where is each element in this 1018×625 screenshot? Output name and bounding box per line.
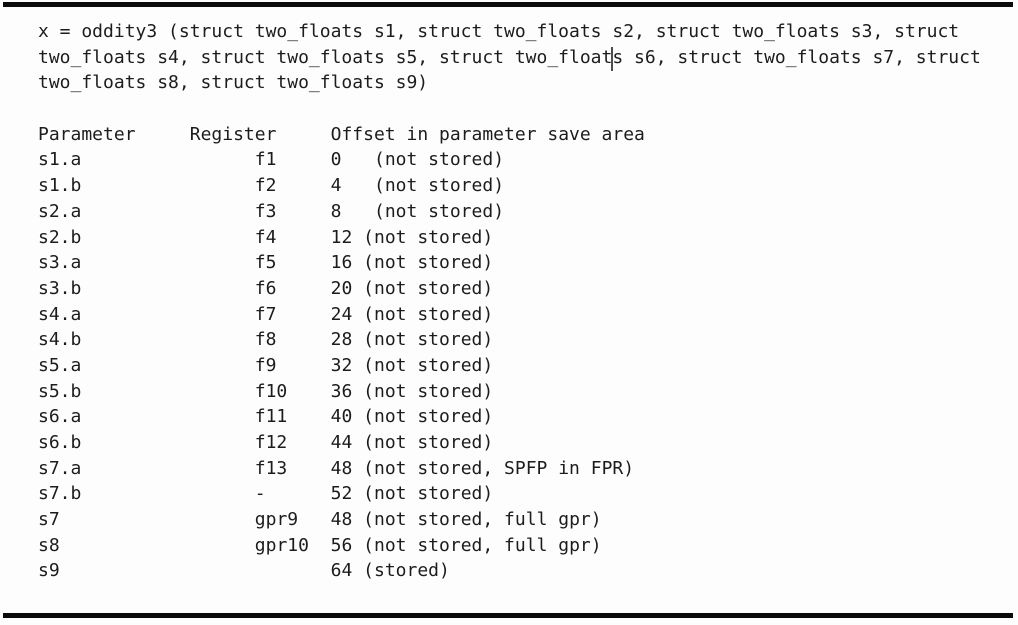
offset-cell: 16 <box>330 252 353 274</box>
offset-cell: 8 <box>330 200 342 222</box>
parameter-cell: s6.b <box>38 432 82 453</box>
table-row: s2.b f4 12 (not stored) <box>38 225 1018 251</box>
offset-cell: 4 <box>330 175 342 197</box>
note-cell: (not stored) <box>363 432 494 453</box>
offset-cell: 56 <box>330 534 353 556</box>
offset-cell: 0 <box>330 149 342 171</box>
note-cell: (not stored) <box>373 175 505 197</box>
signature-text: x = oddity3 (struct two_floats s1, struc… <box>38 21 960 42</box>
note-cell: (not stored) <box>363 226 494 248</box>
offset-cell: 24 <box>330 303 353 325</box>
parameter-cell: s4.b <box>38 329 82 351</box>
bottom-rule <box>3 613 1013 618</box>
table-row: s1.a f1 0 (not stored) <box>38 147 1018 173</box>
offset-cell: 36 <box>330 380 353 402</box>
parameter-cell: s7.b <box>38 483 82 505</box>
parameter-cell: s1.a <box>38 149 82 171</box>
parameter-cell: s7 <box>38 509 60 531</box>
note-cell: (not stored) <box>363 380 494 402</box>
parameter-cell: s1.b <box>38 175 82 197</box>
note-cell: (not stored) <box>363 252 494 274</box>
table-header-row: Parameter Register Offset in parameter s… <box>38 122 1018 148</box>
register-cell: f2 <box>254 175 277 197</box>
table-row: s2.a f3 8 (not stored) <box>38 199 1018 225</box>
register-cell: - <box>254 483 266 505</box>
offset-cell: 12 <box>330 226 353 248</box>
signature-line: x = oddity3 (struct two_floats s1, struc… <box>38 19 1018 45</box>
note-cell: (not stored, full gpr) <box>363 509 602 531</box>
table-row: s5.b f10 36 (not stored) <box>38 379 1018 405</box>
blank-line <box>38 96 1018 122</box>
parameter-cell: s6.a <box>38 406 82 428</box>
offset-cell: 20 <box>330 277 353 299</box>
offset-cell: 64 <box>330 560 353 582</box>
signature-line: two_floats s8, struct two_floats s9) <box>38 70 1018 96</box>
table-row: s4.a f7 24 (not stored) <box>38 302 1018 328</box>
table-row: s6.b f12 44 (not stored) <box>38 430 1018 456</box>
table-row: s1.b f2 4 (not stored) <box>38 173 1018 199</box>
parameter-header: Parameter <box>38 123 136 145</box>
parameter-cell: s3.a <box>38 252 82 274</box>
register-header: Register <box>189 123 277 145</box>
register-cell: f4 <box>254 226 277 248</box>
table-row: s5.a f9 32 (not stored) <box>38 353 1018 379</box>
note-cell: (not stored) <box>373 149 505 171</box>
note-cell: (not stored) <box>363 406 494 428</box>
parameter-cell: s8 <box>38 534 60 556</box>
offset-cell: 40 <box>330 406 353 428</box>
offset-header: Offset in parameter save area <box>330 123 645 145</box>
note-cell: (not stored) <box>363 329 494 351</box>
parameter-cell: s9 <box>38 560 60 582</box>
parameter-cell: s2.b <box>38 226 82 248</box>
register-cell: gpr9 <box>254 509 299 531</box>
parameter-cell: s5.b <box>38 380 82 402</box>
table-row: s3.a f5 16 (not stored) <box>38 250 1018 276</box>
signature-text: two_floats s4, struct two_floats s5, str… <box>38 46 613 68</box>
register-cell: f3 <box>254 200 277 222</box>
note-cell: (not stored) <box>363 277 494 299</box>
register-cell: f8 <box>254 329 277 351</box>
note-cell: (not stored, SPFP in FPR) <box>363 457 635 479</box>
parameter-cell: s2.a <box>38 200 82 222</box>
table-row: s7 gpr9 48 (not stored, full gpr) <box>38 507 1018 533</box>
register-cell: gpr10 <box>254 534 309 556</box>
register-cell: f6 <box>254 277 277 299</box>
table-row: s3.b f6 20 (not stored) <box>38 276 1018 302</box>
register-cell: f12 <box>254 432 288 453</box>
code-listing[interactable]: x = oddity3 (struct two_floats s1, struc… <box>38 19 1018 584</box>
offset-cell: 52 <box>330 483 353 505</box>
note-cell: (not stored) <box>363 483 494 505</box>
offset-cell: 28 <box>330 329 353 351</box>
signature-line: two_floats s4, struct two_floats s5, str… <box>38 45 1018 71</box>
register-cell: f10 <box>254 380 288 402</box>
parameter-cell: s3.b <box>38 277 82 299</box>
register-cell: f5 <box>254 252 277 274</box>
register-cell: f7 <box>254 303 277 325</box>
note-cell: (not stored, full gpr) <box>363 534 602 556</box>
register-cell: f13 <box>254 457 288 479</box>
offset-cell: 32 <box>330 354 353 376</box>
table-row: s7.b - 52 (not stored) <box>38 481 1018 507</box>
parameter-cell: s5.a <box>38 354 82 376</box>
parameter-cell: s4.a <box>38 303 82 325</box>
register-cell: f1 <box>254 149 277 171</box>
offset-cell: 48 <box>330 509 353 531</box>
table-row: s9 64 (stored) <box>38 558 1018 584</box>
note-cell: (not stored) <box>373 200 505 222</box>
top-rule <box>3 2 1013 7</box>
offset-cell: 44 <box>330 432 353 453</box>
register-cell: f11 <box>254 406 288 428</box>
table-row: s7.a f13 48 (not stored, SPFP in FPR) <box>38 456 1018 482</box>
parameter-cell: s7.a <box>38 457 82 479</box>
offset-cell: 48 <box>330 457 353 479</box>
note-cell: (stored) <box>363 560 450 582</box>
register-cell: f9 <box>254 354 277 376</box>
signature-text: two_floats s8, struct two_floats s9) <box>38 72 429 94</box>
signature-text: s s6, struct two_floats s7, struct <box>612 46 981 68</box>
note-cell: (not stored) <box>363 354 494 376</box>
table-row: s4.b f8 28 (not stored) <box>38 327 1018 353</box>
table-row: s6.a f11 40 (not stored) <box>38 404 1018 430</box>
table-row: s8 gpr10 56 (not stored, full gpr) <box>38 533 1018 559</box>
note-cell: (not stored) <box>363 303 494 325</box>
